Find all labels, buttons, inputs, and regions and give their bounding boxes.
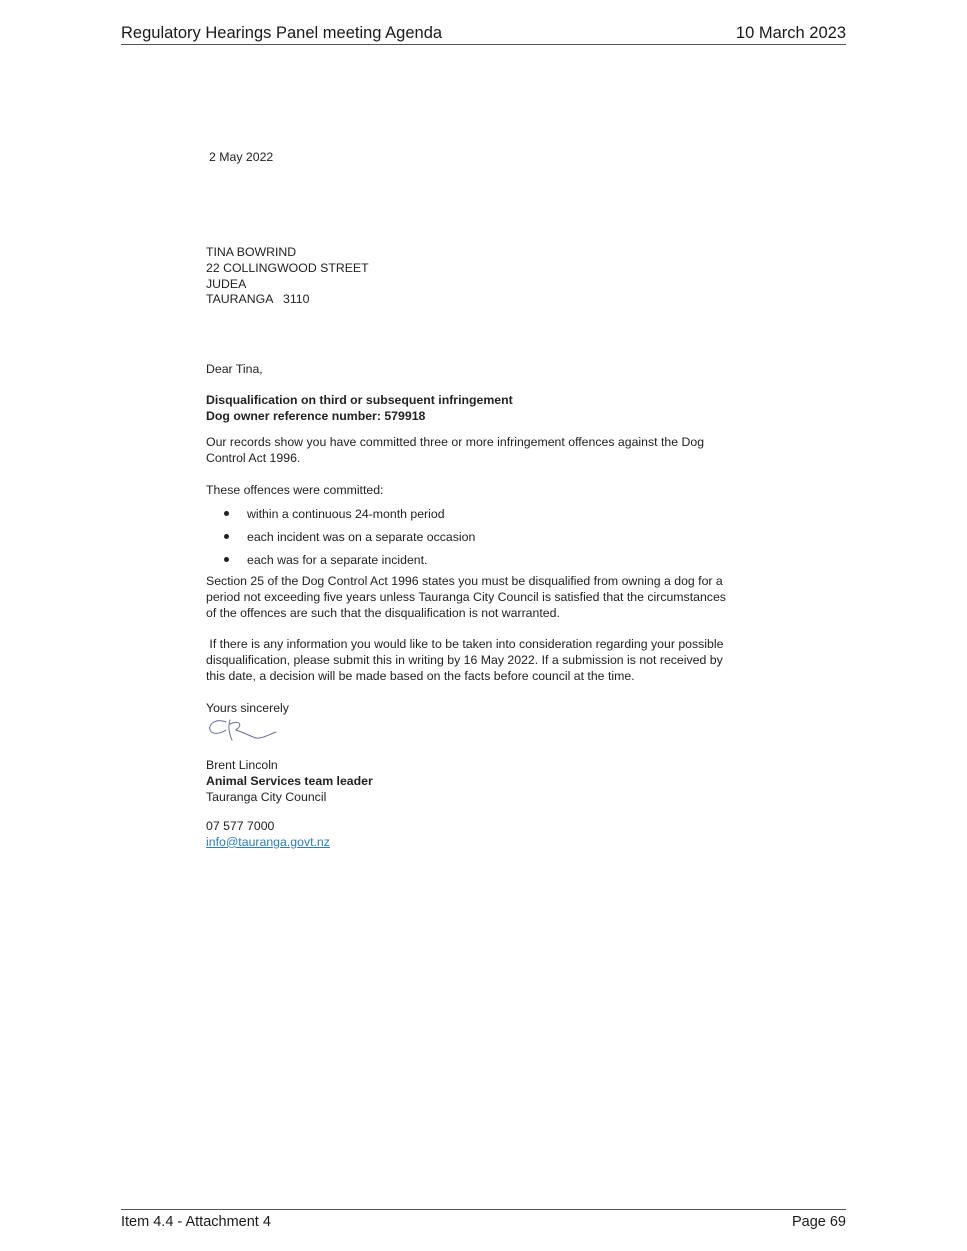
footer-page-number: Page 69	[791, 1214, 846, 1230]
greeting: Dear Tina,	[206, 362, 263, 376]
header-title: Regulatory Hearings Panel meeting Agenda	[121, 24, 443, 42]
page-header: Regulatory Hearings Panel meeting Agenda…	[121, 22, 846, 45]
signer-organisation: Tauranga City Council	[206, 789, 327, 804]
recipient-address: TINA BOWRIND 22 COLLINGWOOD STREET JUDEA…	[206, 245, 766, 308]
header-date: 10 March 2023	[735, 24, 846, 42]
letter-date: 2 May 2022	[209, 150, 274, 164]
signature	[209, 719, 277, 741]
closing: Yours sincerely	[206, 701, 289, 715]
list-item: within a continuous 24-month period	[206, 506, 475, 529]
text-line: Control Act 1996.	[206, 450, 301, 465]
contact-block: 07 577 7000 info@tauranga.govt.nz	[206, 819, 766, 851]
address-line: 22 COLLINGWOOD STREET	[206, 260, 369, 275]
footer-item-label: Item 4.4 - Attachment 4	[121, 1214, 271, 1230]
text-line: this date, a decision will be made based…	[206, 668, 635, 683]
list-item: each incident was on a separate occasion	[206, 529, 475, 552]
address-line: TINA BOWRIND	[206, 245, 297, 259]
text-line: period not exceeding five years unless T…	[206, 589, 726, 604]
address-line: JUDEA	[206, 276, 247, 291]
signer-title: Animal Services team leader	[206, 773, 373, 788]
paragraph-section-25: Section 25 of the Dog Control Act 1996 s…	[206, 574, 766, 621]
phone-number: 07 577 7000	[206, 819, 275, 833]
subject-line: Disqualification on third or subsequent …	[206, 393, 513, 407]
subject: Disqualification on third or subsequent …	[206, 393, 766, 425]
list-item: each was for a separate incident.	[206, 552, 475, 575]
email-link[interactable]: info@tauranga.govt.nz	[206, 834, 330, 849]
paragraph-offences-intro: These offences were committed:	[206, 483, 384, 497]
text-line: disqualification, please submit this in …	[206, 652, 723, 667]
text-line: of the offences are such that the disqua…	[206, 605, 560, 620]
text-line: Our records show you have committed thre…	[206, 435, 705, 449]
signer-name: Brent Lincoln	[206, 758, 278, 772]
offence-conditions-list: within a continuous 24-month period each…	[206, 506, 475, 575]
address-line: TAURANGA 3110	[206, 292, 310, 307]
page-footer: Item 4.4 - Attachment 4 Page 69	[121, 1209, 846, 1232]
paragraph-records: Our records show you have committed thre…	[206, 435, 766, 467]
signer-block: Brent Lincoln Animal Services team leade…	[206, 758, 766, 805]
paragraph-submission: If there is any information you would li…	[206, 637, 766, 684]
text-line: Section 25 of the Dog Control Act 1996 s…	[206, 574, 723, 588]
reference-line: Dog owner reference number: 579918	[206, 408, 426, 423]
text-line: If there is any information you would li…	[206, 637, 724, 651]
